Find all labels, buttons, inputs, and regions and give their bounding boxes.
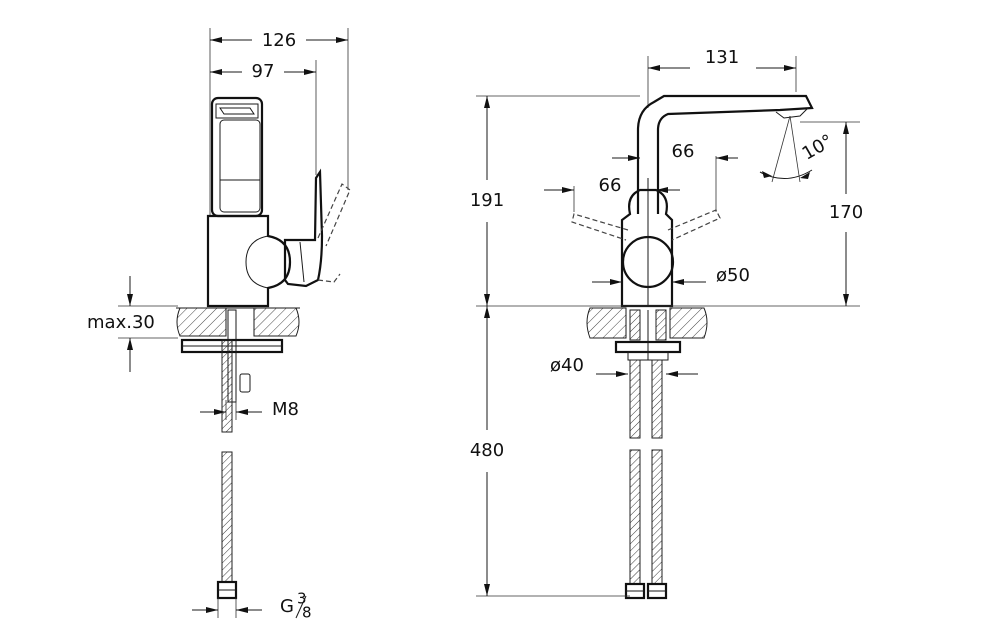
dim-lever-depth: 97 [210, 60, 317, 175]
dim-hose-length: 480 [470, 306, 630, 597]
dim-body-diameter: ø50 [592, 265, 750, 286]
side-view: 126 97 [87, 28, 351, 622]
cartridge-housing [210, 96, 264, 218]
dim-126-label: 126 [262, 30, 296, 51]
dim-g-num: 3 [297, 590, 307, 608]
dim-overall-depth: 126 [209, 28, 349, 215]
dim-o50-label: ø50 [716, 265, 750, 286]
dim-191-label: 191 [470, 190, 504, 211]
deck-side [176, 307, 300, 337]
dim-deck-thickness: max.30 [87, 276, 178, 372]
dim-stud-thread: M8 [200, 399, 299, 420]
faucet-body-side [206, 168, 351, 308]
dim-total-height: 191 [470, 95, 860, 307]
dim-hose-connection: G 3 8 [192, 590, 312, 622]
dim-max30-label: max.30 [87, 312, 155, 333]
mounting-plate-front [614, 310, 682, 361]
dim-o40-label: ø40 [550, 355, 584, 376]
hose-side [216, 339, 238, 600]
hoses-front [624, 309, 668, 600]
dim-handle-offset-upper: 66 [612, 141, 738, 212]
dim-97-label: 97 [252, 61, 275, 82]
front-view: 131 66 [470, 47, 863, 600]
dim-handle-offset-lower: 66 [544, 175, 680, 212]
deck-front [586, 307, 708, 339]
dim-angle-label: 10° [799, 130, 837, 164]
dim-hole-diameter: ø40 [550, 355, 698, 377]
dim-66-upper-label: 66 [672, 141, 695, 162]
dim-spout-height: 170 [800, 121, 863, 306]
dim-spout-reach: 131 [647, 47, 797, 108]
dim-angle: 10° [759, 115, 837, 183]
dim-m8-label: M8 [272, 399, 299, 420]
dim-480-label: 480 [470, 440, 504, 461]
dim-66-lower-label: 66 [599, 175, 622, 196]
dim-g-den: 8 [302, 604, 312, 622]
faucet-body-front [571, 178, 721, 308]
dim-131-label: 131 [705, 47, 739, 68]
dim-g-label: G [280, 596, 294, 617]
dim-170-label: 170 [829, 202, 863, 223]
spout [636, 94, 814, 214]
